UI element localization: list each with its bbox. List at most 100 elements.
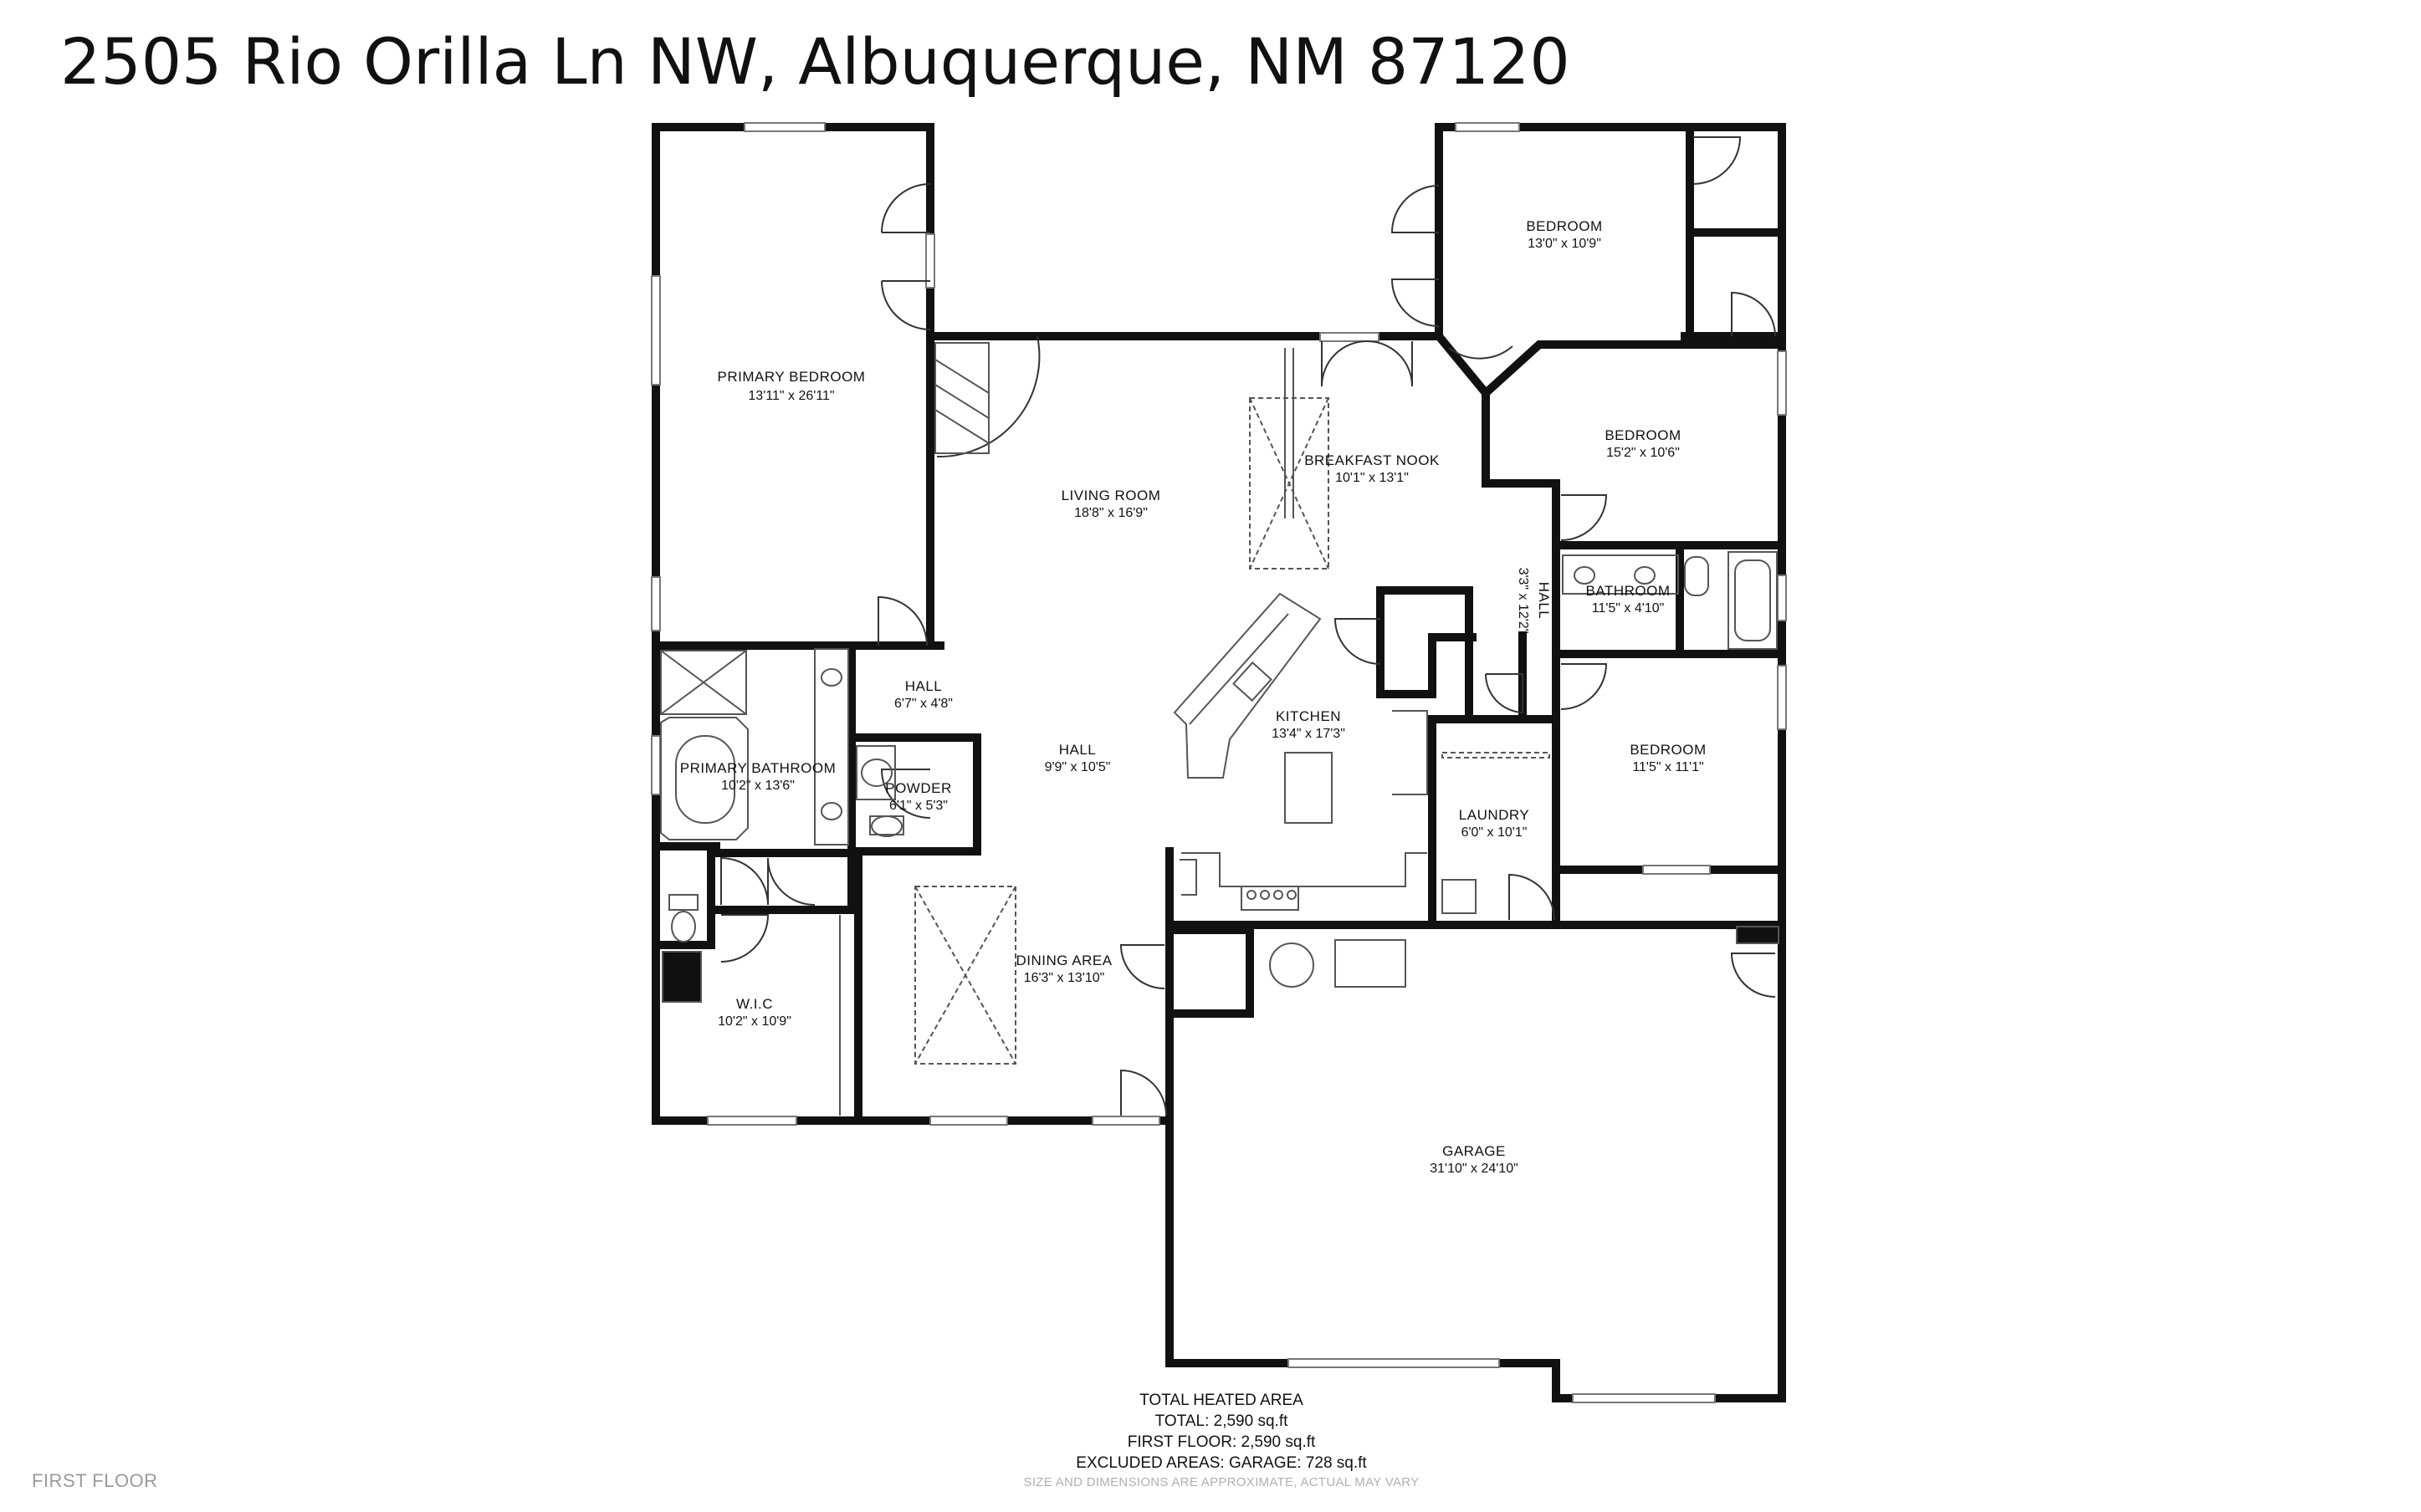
door-swing <box>1692 136 1742 185</box>
powder-toilet-bowl <box>871 815 903 837</box>
window <box>1777 350 1787 416</box>
room-labels: PRIMARY BEDROOM 13'11" x 26'11" LIVING R… <box>680 218 1706 1176</box>
window <box>1642 865 1711 875</box>
door-swing <box>1366 340 1413 387</box>
door-swing <box>878 595 928 646</box>
window <box>651 735 661 795</box>
door-swing <box>1390 278 1440 327</box>
fireplace-line <box>934 384 990 419</box>
wall-pantry-2 <box>1376 586 1477 698</box>
wall-bedroom-1 <box>1435 123 1786 340</box>
room-label: LIVING ROOM <box>1062 488 1161 503</box>
walls <box>652 123 1786 1402</box>
powder-sink <box>861 759 893 787</box>
skylight <box>1249 397 1329 570</box>
room-dim: 10'1" x 13'1" <box>1335 471 1409 485</box>
room-label: HALL <box>1536 582 1552 620</box>
wall-pantry <box>1376 586 1473 723</box>
room-label: HALL <box>905 678 943 694</box>
door-swing <box>1560 494 1608 541</box>
window <box>1572 1393 1716 1403</box>
wall-garage-top <box>1165 847 1786 929</box>
door-swing <box>720 914 770 963</box>
sink <box>821 668 842 687</box>
garage-cabinet <box>1334 939 1406 988</box>
window <box>1777 575 1787 621</box>
room-label: DINING AREA <box>1016 953 1112 968</box>
floor-label: FIRST FLOOR <box>32 1470 158 1491</box>
area-first-floor: FIRST FLOOR: 2,590 sq.ft <box>1127 1433 1316 1451</box>
water-heater <box>1269 942 1314 988</box>
fireplace-line <box>934 359 990 394</box>
bathtub <box>675 735 735 824</box>
wall-bedroom-2 <box>1482 389 1786 549</box>
room-dim: 31'10" x 24'10" <box>1430 1162 1518 1176</box>
door-swing <box>1333 618 1381 665</box>
room-dim: 9'9" x 10'5" <box>1045 760 1111 774</box>
sink <box>1634 566 1656 585</box>
room-dim: 13'11" x 26'11" <box>748 389 834 403</box>
window <box>1455 122 1520 132</box>
room-label: LAUNDRY <box>1459 807 1529 823</box>
window <box>744 122 826 132</box>
kitchen-island <box>1284 752 1333 824</box>
room-dim: 15'2" x 10'6" <box>1606 446 1680 460</box>
window <box>1092 1116 1160 1126</box>
door-swing <box>881 280 931 330</box>
counter-edge <box>1189 613 1289 725</box>
door-swing <box>1560 663 1608 710</box>
room-dim: 6'1" x 5'3" <box>889 799 948 813</box>
fireplace-line <box>934 409 990 444</box>
room-dim: 10'2" x 13'6" <box>721 779 795 793</box>
window <box>1319 332 1379 342</box>
bath-tub <box>1727 551 1778 650</box>
room-dim: 13'4" x 17'3" <box>1272 727 1345 741</box>
kitchen-counter <box>1181 852 1427 887</box>
shower-x <box>660 650 747 715</box>
room-label: BEDROOM <box>1526 218 1602 234</box>
laundry-machine <box>1441 752 1550 759</box>
room-label: KITCHEN <box>1276 708 1341 724</box>
window <box>651 576 661 631</box>
sink <box>1574 566 1595 585</box>
room-dim: 3'3" x 12'2" <box>1516 568 1530 634</box>
area-total: TOTAL: 2,590 sq.ft <box>1154 1412 1288 1430</box>
fireplace <box>934 342 990 454</box>
garage-step <box>1736 926 1779 944</box>
wall-east <box>1165 332 1786 1402</box>
wall-toilet-room <box>652 842 715 949</box>
room-label: POWDER <box>885 780 952 796</box>
room-label: GARAGE <box>1442 1143 1506 1159</box>
burner <box>1273 890 1283 900</box>
page-title: 2505 Rio Orilla Ln NW, Albuquerque, NM 8… <box>60 24 1570 99</box>
fixtures <box>660 342 1779 1116</box>
wall-bath-vanity <box>712 641 856 857</box>
wall-garage-closet <box>1165 926 1254 1018</box>
room-label: BREAKFAST NOOK <box>1304 452 1440 468</box>
skylight-x <box>1249 397 1329 570</box>
kitchen-sink <box>1232 661 1272 702</box>
disclaimer: SIZE AND DIMENSIONS ARE APPROXIMATE, ACT… <box>1023 1475 1420 1489</box>
skylight-dining <box>914 886 1016 1065</box>
window <box>1777 665 1787 730</box>
door-swing <box>1508 873 1555 921</box>
shower <box>660 650 747 715</box>
bath-toilet <box>1684 556 1709 596</box>
window <box>929 1116 1008 1126</box>
room-dim: 11'5" x 11'1" <box>1632 760 1703 774</box>
door-swing <box>880 769 931 819</box>
door-swing <box>1119 944 1165 989</box>
wall-powder <box>847 733 981 856</box>
kitchen-counter <box>1180 859 1197 896</box>
vanity <box>814 648 849 845</box>
wall-bathroom <box>1552 541 1786 658</box>
door-swing <box>1390 185 1440 233</box>
room-dim: 16'3" x 13'10" <box>1024 971 1105 985</box>
window <box>1287 1358 1500 1368</box>
burner <box>1260 890 1270 900</box>
door-swing <box>720 856 769 906</box>
room-label: W.I.C <box>736 996 773 1012</box>
toilet-tank <box>668 894 699 911</box>
door-swing <box>767 857 816 906</box>
